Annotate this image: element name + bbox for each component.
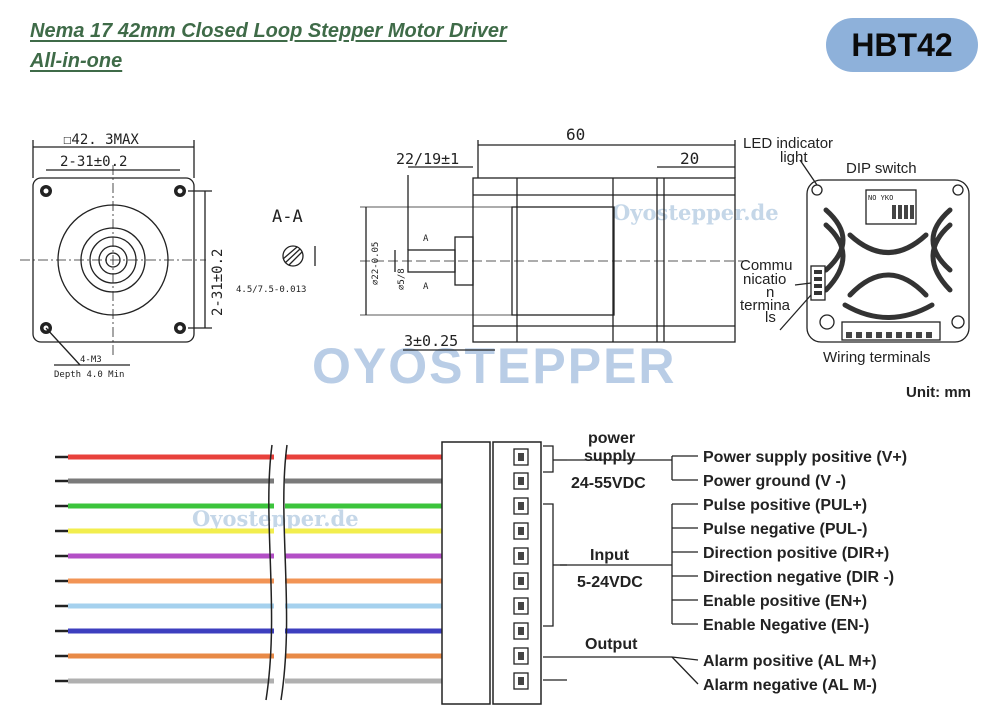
connector <box>441 441 542 705</box>
wire-break-gap <box>274 527 285 535</box>
pin-label-alplus: Alarm positive (AL M+) <box>703 653 877 670</box>
wire-break-gap <box>274 453 285 461</box>
screw-note: 4-M3 <box>80 355 102 365</box>
wire-break <box>265 444 288 701</box>
connector-pin-contact <box>518 552 524 560</box>
dip-switch-text: NO YKO <box>868 194 893 202</box>
wire-break-gap <box>274 602 285 610</box>
output-group-label: Output <box>585 636 638 653</box>
pin-labels: Power supply positive (V+) Power ground … <box>703 449 907 694</box>
section-aa: A-A 4.5/7.5-0.013 <box>236 207 316 295</box>
front-size-dim: ☐42. 3MAX <box>63 132 139 148</box>
comm-label-3: n <box>766 284 774 301</box>
pin-label-pulminus: Pulse negative (PUL-) <box>703 521 867 538</box>
shaft-length-dim: 22/19±1 <box>396 150 459 168</box>
pin-label-enminus: Enable Negative (EN-) <box>703 617 869 634</box>
watermark-big: OYOSTEPPER <box>312 338 677 394</box>
power-group-voltage: 24-55VDC <box>571 475 646 492</box>
boss-dia-dim: ⌀22-0.05 <box>371 242 381 285</box>
input-group-label: Input <box>590 547 630 564</box>
watermark-small-bottom: Oyostepper.de <box>192 506 359 531</box>
power-group-label-2: supply <box>584 448 636 465</box>
connector-pin-contact <box>518 527 524 535</box>
front-hole-spacing-v: 2-31±0.2 <box>210 249 226 316</box>
connector-pin-contact <box>518 627 524 635</box>
flange-dim: 3±0.25 <box>404 332 458 350</box>
watermark-small-top: Oyostepper.de <box>612 200 779 225</box>
input-group-voltage: 5-24VDC <box>577 574 643 591</box>
dip-switch-label: DIP switch <box>846 160 917 177</box>
wire-bundle <box>55 453 442 685</box>
length-dim: 60 <box>566 125 585 144</box>
title-line-1: Nema 17 42mm Closed Loop Stepper Motor D… <box>30 20 507 42</box>
connector-pin-contact <box>518 453 524 461</box>
wire-break-gap <box>274 652 285 660</box>
unit-label: Unit: mm <box>906 384 971 401</box>
wire-break-gap <box>274 627 285 635</box>
pin-label-dirplus: Direction positive (DIR+) <box>703 545 889 562</box>
rear-view: NO YKO LED indicator light DIP switch Co… <box>740 135 970 366</box>
section-label: A-A <box>272 207 303 227</box>
wire-break-gap <box>274 502 285 510</box>
depth-note: Depth 4.0 Min <box>54 370 124 380</box>
shaft-dia-dim: ⌀5/8 <box>397 268 407 290</box>
connector-pin-contact <box>518 677 524 685</box>
pin-label-dirminus: Direction negative (DIR -) <box>703 569 894 586</box>
pin-label-vminus: Power ground (V -) <box>703 473 846 490</box>
wire-break-gap <box>274 477 285 485</box>
pin-label-vplus: Power supply positive (V+) <box>703 449 907 466</box>
power-group-label-1: power <box>588 430 635 447</box>
pin-label-enplus: Enable positive (EN+) <box>703 593 867 610</box>
section-mark-top: A <box>423 234 429 244</box>
model-badge: HBT42 <box>826 18 978 72</box>
front-view: ☐42. 3MAX 2-31±0.2 2-31±0.2 4-M3 Depth 4… <box>20 132 226 380</box>
wiring-terminals-label: Wiring terminals <box>823 349 931 366</box>
pin-label-pulplus: Pulse positive (PUL+) <box>703 497 867 514</box>
comm-label-4: termina <box>740 297 791 314</box>
comm-label-1: Commu <box>740 257 793 274</box>
led-label-2: light <box>780 149 808 166</box>
comm-label-2: nicatio <box>743 271 786 288</box>
led-label-1: LED indicator <box>743 135 833 152</box>
connector-pin-contact <box>518 577 524 585</box>
front-hole-spacing-h: 2-31±0.2 <box>60 154 127 170</box>
title-line-2: All-in-one <box>30 50 123 72</box>
connector-pin-contact <box>518 652 524 660</box>
group-brackets <box>543 445 672 681</box>
wire-break-gap <box>274 577 285 585</box>
wire-break-gap <box>274 552 285 560</box>
section-mark-bottom: A <box>423 282 429 292</box>
rear-length-dim: 20 <box>680 149 699 168</box>
connector-pin-contact <box>518 602 524 610</box>
section-dim: 4.5/7.5-0.013 <box>236 285 306 295</box>
side-view: 60 22/19±1 20 3±0.25 ⌀22-0.05 ⌀5/8 A A <box>360 125 750 351</box>
connector-pin-contact <box>518 477 524 485</box>
connector-pin-contact <box>518 502 524 510</box>
comm-label-5: ls <box>765 309 776 326</box>
pin-label-braces <box>671 455 699 685</box>
pin-label-alminus: Alarm negative (AL M-) <box>703 677 877 694</box>
wire-break-gap <box>274 677 285 685</box>
